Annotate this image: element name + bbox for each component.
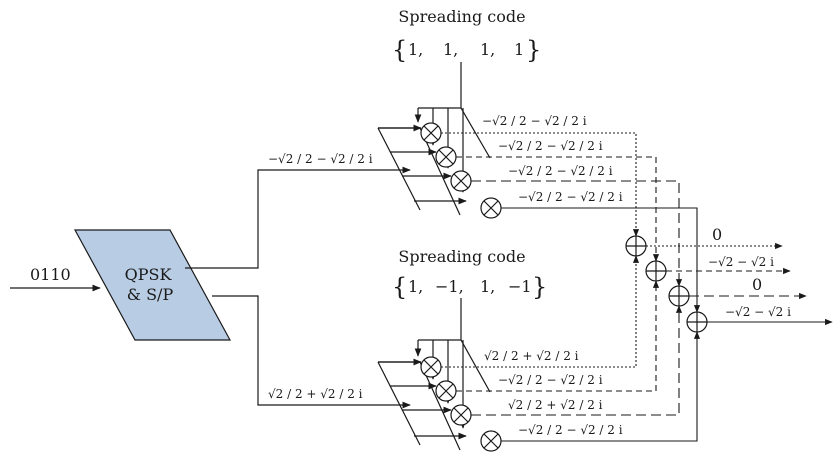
adder-2 [645, 260, 667, 282]
top-output-3: −√2 / 2 − √2 / 2 i [508, 164, 613, 178]
qpsk-block-shape [73, 229, 232, 341]
bottom-signal-bus [377, 358, 467, 451]
adder-outputs [646, 242, 833, 326]
sum-2: −√2 − √2 i [708, 255, 774, 269]
top-multiplier-3 [450, 170, 472, 192]
bottom-multiplier-3 [450, 404, 472, 426]
sum-3: 0 [752, 275, 762, 294]
bottom-output-2: −√2 / 2 − √2 / 2 i [498, 373, 603, 387]
top-output-1: −√2 / 2 − √2 / 2 i [482, 114, 587, 128]
top-code-3: 1 [514, 40, 524, 59]
qpsk-block: QPSK & S/P [73, 229, 232, 341]
bottom-input-symbol: √2 / 2 + √2 / 2 i [268, 387, 363, 401]
top-code-open-brace: { [392, 36, 407, 64]
bottom-multiplier-1 [420, 356, 442, 378]
bottom-code-3: −1 [508, 277, 532, 296]
sp-label: & S/P [127, 285, 174, 304]
bottom-code-0: 1, [408, 277, 423, 296]
top-output-lines [441, 132, 701, 313]
bottom-code-2: 1, [480, 277, 495, 296]
top-input-symbol: −√2 / 2 − √2 / 2 i [268, 152, 373, 166]
adders [625, 235, 708, 333]
bottom-spreading-label: Spreading code [398, 247, 525, 266]
bottom-branch-feed [212, 295, 411, 409]
top-signal-bus [377, 124, 467, 216]
top-multiplier-2 [435, 146, 457, 168]
bottom-multiplier-4 [480, 430, 502, 452]
bottom-code-close-brace: } [532, 273, 547, 301]
adder-1 [625, 235, 647, 257]
sum-1: 0 [712, 225, 722, 244]
bottom-output-3: √2 / 2 + √2 / 2 i [508, 398, 603, 412]
bottom-multiplier-2 [435, 380, 457, 402]
sum-4: −√2 − √2 i [725, 305, 791, 319]
top-code-2: 1, [480, 40, 495, 59]
top-code-0: 1, [408, 40, 423, 59]
top-multiplier-4 [480, 197, 502, 219]
top-code-close-brace: } [526, 36, 541, 64]
input-bits-label: 0110 [30, 265, 71, 284]
bottom-multipliers [420, 356, 502, 452]
top-multiplier-1 [420, 122, 442, 144]
top-multipliers [420, 122, 502, 219]
top-output-2: −√2 / 2 − √2 / 2 i [498, 139, 603, 153]
bottom-output-1: √2 / 2 + √2 / 2 i [484, 349, 579, 363]
top-spreading-label: Spreading code [398, 7, 525, 26]
adder-4 [686, 311, 708, 333]
bottom-output-4: −√2 / 2 − √2 / 2 i [518, 423, 623, 437]
bottom-output-lines [441, 255, 701, 442]
top-code-1: 1, [443, 40, 458, 59]
qpsk-label: QPSK [125, 265, 173, 284]
top-output-4: −√2 / 2 − √2 / 2 i [518, 190, 623, 204]
bottom-code-open-brace: { [392, 273, 407, 301]
bottom-code-1: −1, [435, 277, 464, 296]
top-branch-feed [185, 166, 411, 269]
adder-3 [668, 285, 690, 307]
